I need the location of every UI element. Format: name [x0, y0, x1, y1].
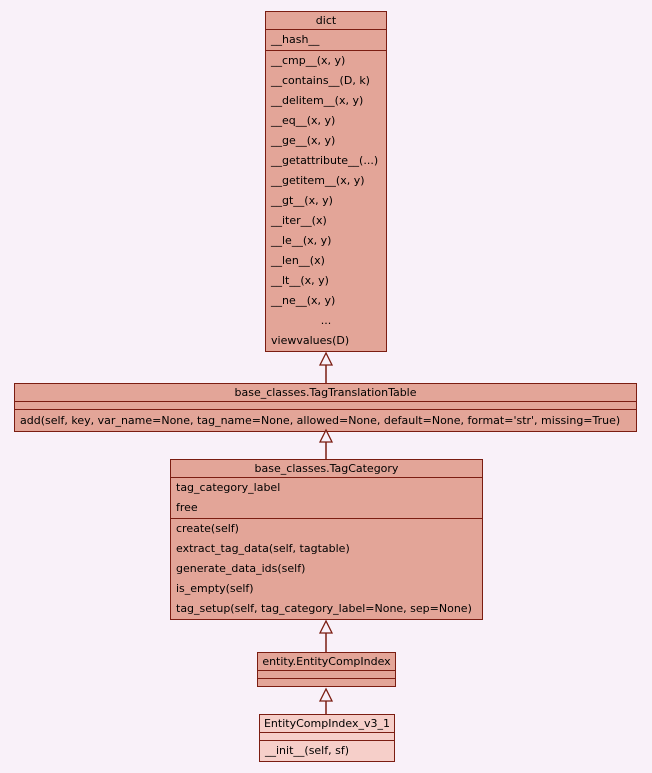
- class-box-tag-category: base_classes.TagCategory tag_category_la…: [170, 459, 483, 620]
- attribute-row: tag_category_label: [176, 481, 281, 494]
- inheritance-arrow-entitycompindex-to-tagcategory: [318, 619, 334, 652]
- method-row: generate_data_ids(self): [176, 562, 306, 575]
- method-row: extract_tag_data(self, tagtable): [176, 542, 350, 555]
- method-row: __le__(x, y): [271, 234, 332, 247]
- class-title: entity.EntityCompIndex: [262, 655, 391, 668]
- class-title: EntityCompIndex_v3_1: [263, 717, 390, 730]
- class-box-tag-translation-table: base_classes.TagTranslationTable add(sel…: [14, 383, 637, 432]
- empty-methods-section: [258, 679, 395, 686]
- method-row: __contains__(D, k): [271, 74, 370, 87]
- class-box-entity-comp-index: entity.EntityCompIndex: [257, 652, 396, 687]
- method-row: __iter__(x): [271, 214, 327, 227]
- method-row: __init__(self, sf): [265, 744, 350, 757]
- method-row: viewvalues(D): [271, 334, 350, 347]
- class-title: base_classes.TagTranslationTable: [234, 386, 417, 399]
- inheritance-arrow-tagtranslationtable-to-dict: [318, 351, 334, 383]
- method-row: __lt__(x, y): [271, 274, 329, 287]
- method-row: __ge__(x, y): [271, 134, 336, 147]
- method-row: __cmp__(x, y): [271, 54, 346, 67]
- method-row: __delitem__(x, y): [271, 94, 364, 107]
- attribute-row: free: [176, 501, 198, 514]
- empty-attributes-section: [258, 671, 395, 678]
- empty-attributes-section: [15, 402, 636, 409]
- class-title: base_classes.TagCategory: [254, 462, 399, 475]
- inheritance-arrow-tagcategory-to-tagtranslationtable: [318, 428, 334, 459]
- method-row: __ne__(x, y): [271, 294, 336, 307]
- method-row: create(self): [176, 522, 239, 535]
- method-row: is_empty(self): [176, 582, 254, 595]
- attribute-row: __hash__: [271, 33, 320, 46]
- method-row: __eq__(x, y): [271, 114, 336, 127]
- method-row: __getattribute__(...): [271, 154, 379, 167]
- method-row: __len__(x): [271, 254, 325, 267]
- method-row: add(self, key, var_name=None, tag_name=N…: [20, 414, 621, 427]
- class-box-entity-comp-index-v3-1: EntityCompIndex_v3_1 __init__(self, sf): [259, 714, 395, 762]
- method-row-ellipsis: ...: [320, 314, 332, 327]
- class-title: dict: [315, 14, 337, 27]
- method-row: __getitem__(x, y): [271, 174, 365, 187]
- method-row: tag_setup(self, tag_category_label=None,…: [176, 602, 472, 615]
- method-row: __gt__(x, y): [271, 194, 333, 207]
- empty-attributes-section: [260, 733, 394, 740]
- class-box-dict: dict __hash__ __cmp__(x, y) __contains__…: [265, 11, 387, 352]
- inheritance-arrow-v3-1-to-entitycompindex: [318, 687, 334, 714]
